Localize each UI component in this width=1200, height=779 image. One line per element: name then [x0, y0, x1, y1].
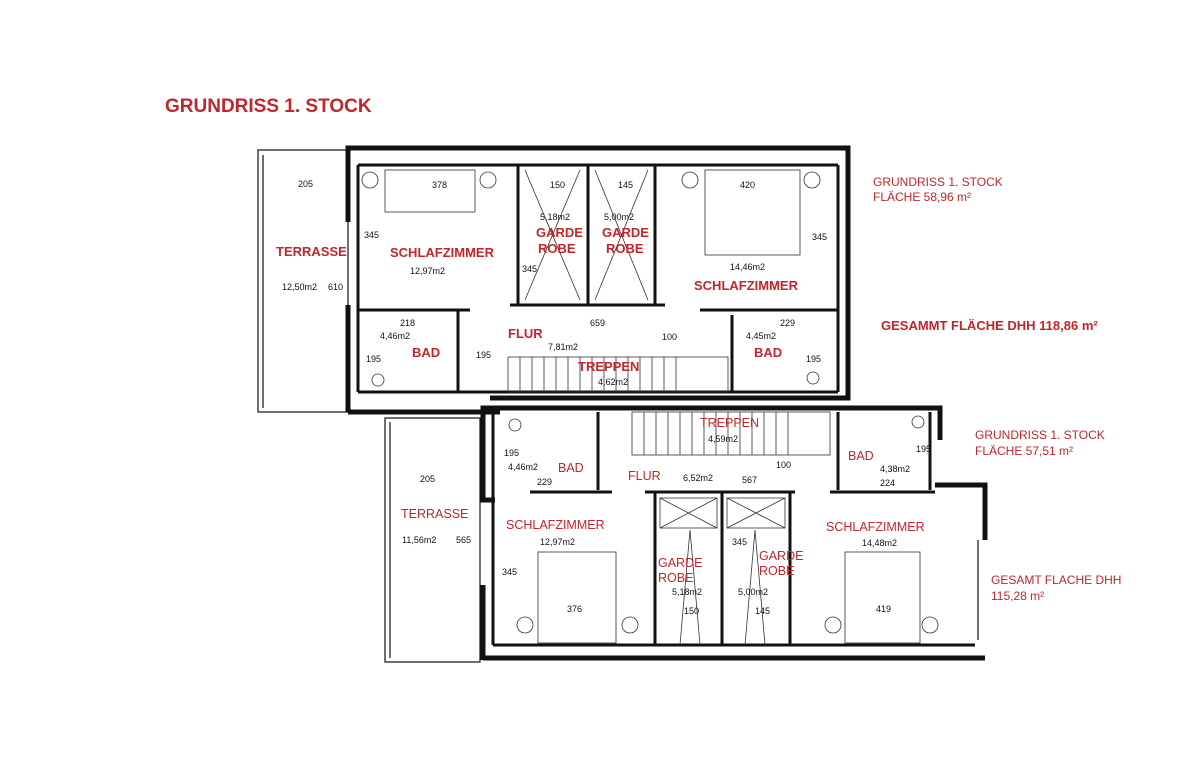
page-title: GRUNDRISS 1. STOCK	[165, 96, 372, 117]
beds-b	[508, 415, 939, 644]
room-label-garderobe-b2-line2: ROBE	[759, 564, 794, 578]
dim-bad-a2-h: 195	[806, 354, 821, 364]
dim-garderobe-a-h: 345	[522, 264, 537, 274]
area-garderobe-a1: 5,18m2	[540, 212, 570, 222]
unit-a-labels: TERRASSE 12,50m2 205 610 SCHLAFZIMMER 12…	[276, 175, 1098, 387]
area-garderobe-b1: 5,18m2	[672, 587, 702, 597]
room-label-bad-a2: BAD	[754, 345, 782, 360]
room-label-bad-a1: BAD	[412, 345, 440, 360]
area-garderobe-a2: 5,00m2	[604, 212, 634, 222]
area-bad-b1: 4,46m2	[508, 462, 538, 472]
dim-flur-b-h: 100	[776, 460, 791, 470]
area-flur-a: 7,81m2	[548, 342, 578, 352]
area-terrasse-b: 11,56m2	[402, 535, 436, 545]
terrace-b-outline	[384, 417, 481, 663]
dim-flur-b: 567	[742, 475, 757, 485]
unit-b-info-title: GRUNDRISS 1. STOCK	[975, 428, 1105, 442]
dim-schlafzimmer-a1-h: 345	[364, 230, 379, 240]
room-label-terrasse-a: TERRASSE	[276, 244, 347, 259]
terrace-a-outline	[257, 149, 349, 413]
room-label-schlafzimmer-a1: SCHLAFZIMMER	[390, 245, 495, 260]
dim-terrasse-b-h: 565	[456, 535, 471, 545]
unit-b-total-area: 115,28 m²	[991, 589, 1044, 603]
room-label-flur-b: FLUR	[628, 469, 661, 483]
wardrobe-a-crosses	[524, 169, 649, 301]
room-label-garderobe-a2-line1: GARDE	[602, 225, 649, 240]
unit-a-info-title: GRUNDRISS 1. STOCK	[873, 175, 1003, 189]
dim-garderobe-b2: 145	[755, 606, 770, 616]
dim-schlafzimmer-a1-w: 378	[432, 180, 447, 190]
room-label-treppen-b: TREPPEN	[700, 416, 759, 430]
dim-terrasse-a-h: 610	[328, 282, 343, 292]
dim-flur-a-h: 100	[662, 332, 677, 342]
beds-a	[361, 169, 821, 387]
dim-schlafzimmer-a2-w: 420	[740, 180, 755, 190]
dim-bad-b2-w: 224	[880, 478, 895, 488]
room-label-garderobe-b1-line1: GARDE	[658, 556, 702, 570]
unit-b-walls	[384, 405, 988, 663]
area-terrasse-a: 12,50m2	[282, 282, 317, 292]
room-label-terrasse-b: TERRASSE	[401, 507, 468, 521]
area-bad-a1: 4,46m2	[380, 331, 410, 341]
room-label-garderobe-a1-line1: GARDE	[536, 225, 583, 240]
dim-schlafzimmer-b1-w: 376	[567, 604, 582, 614]
dim-terrasse-b-w: 205	[420, 474, 435, 484]
room-label-schlafzimmer-a2: SCHLAFZIMMER	[694, 278, 799, 293]
area-bad-b2: 4,38m2	[880, 464, 910, 474]
area-garderobe-b2: 5,00m2	[738, 587, 768, 597]
room-label-flur-a: FLUR	[508, 326, 543, 341]
unit-a-total-area: GESAMMT FLÄCHE DHH 118,86 m²	[881, 318, 1098, 333]
room-label-garderobe-b2-line1: GARDE	[759, 549, 803, 563]
room-label-bad-b2: BAD	[848, 449, 874, 463]
room-label-schlafzimmer-b2: SCHLAFZIMMER	[826, 520, 925, 534]
unit-a-info-area: FLÄCHE 58,96 m²	[873, 190, 971, 204]
dim-bad-a1-h2: 195	[476, 350, 491, 360]
area-schlafzimmer-a2: 14,46m2	[730, 262, 765, 272]
room-label-garderobe-a2-line2: ROBE	[606, 241, 644, 256]
dim-schlafzimmer-b2-w: 419	[876, 604, 891, 614]
area-schlafzimmer-a1: 12,97m2	[410, 266, 445, 276]
area-bad-a2: 4,45m2	[746, 331, 776, 341]
dim-bad-b1-h: 195	[504, 448, 519, 458]
dim-terrasse-a-w: 205	[298, 179, 313, 189]
dim-bad-b1-w: 229	[537, 477, 552, 487]
room-label-garderobe-a1-line2: ROBE	[538, 241, 576, 256]
room-label-treppen-a: TREPPEN	[578, 359, 639, 374]
dim-bad-a1-h: 195	[366, 354, 381, 364]
dim-flur-a: 659	[590, 318, 605, 328]
stairs-b-steps	[643, 412, 789, 455]
area-treppen-a: 4,62m2	[598, 377, 628, 387]
dim-schlafzimmer-a2-h: 345	[812, 232, 827, 242]
area-schlafzimmer-b2: 14,48m2	[862, 538, 897, 548]
dim-bad-a1-w: 218	[400, 318, 415, 328]
dim-schlafzimmer-b1-h: 345	[502, 567, 517, 577]
room-label-garderobe-b1-line2: ROBE	[658, 571, 693, 585]
dim-garderobe-a1: 150	[550, 180, 565, 190]
dim-garderobe-a2: 145	[618, 180, 633, 190]
unit-b-info-area: FLÄCHE 57,51 m²	[975, 444, 1073, 458]
room-label-schlafzimmer-b1: SCHLAFZIMMER	[506, 518, 605, 532]
unit-b-total-label: GESAMT FLACHE DHH	[991, 573, 1121, 587]
wardrobe-b-crosses	[659, 497, 786, 646]
dim-garderobe-b-h: 345	[732, 537, 747, 547]
unit-b-labels: TERRASSE 11,56m2 205 565 195 4,46m2 BAD …	[401, 416, 1121, 616]
area-treppen-b: 4,59m2	[708, 434, 738, 444]
dim-bad-a2-w: 229	[780, 318, 795, 328]
area-schlafzimmer-b1: 12,97m2	[540, 537, 575, 547]
unit-a-walls	[257, 145, 851, 415]
dim-bad-b2-h: 195	[916, 444, 931, 454]
room-label-bad-b1: BAD	[558, 461, 584, 475]
dim-garderobe-b1: 150	[684, 606, 699, 616]
stairs-a-steps	[519, 357, 677, 392]
area-flur-b: 6,52m2	[683, 473, 713, 483]
